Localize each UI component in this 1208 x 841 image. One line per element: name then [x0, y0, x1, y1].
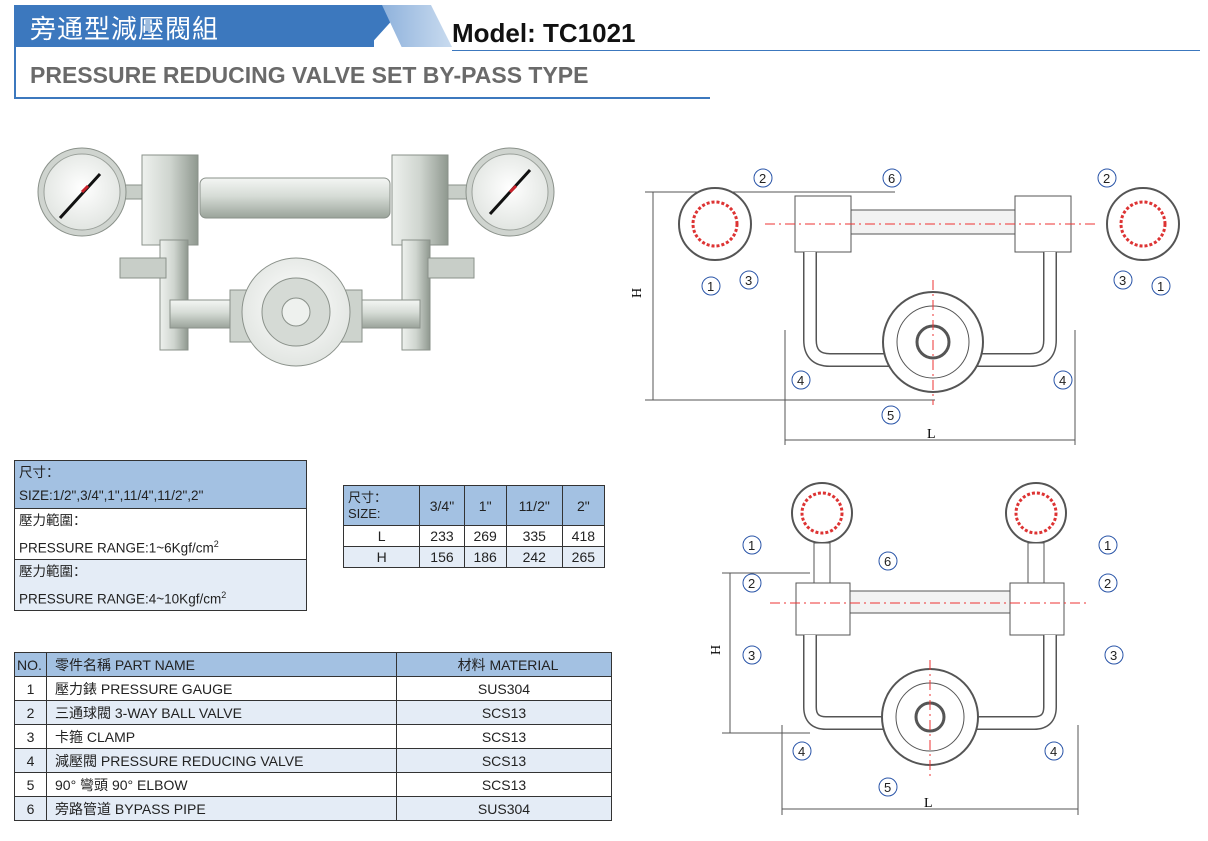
parts-header-material: 材料 MATERIAL — [396, 652, 612, 677]
product-illustration — [37, 147, 555, 367]
spec-table: 尺寸： SIZE:1/2",3/4",1",11/4",11/2",2" 壓力範… — [14, 460, 307, 611]
dims-header-size-1: 1" — [463, 485, 507, 526]
callout-4-left-bottom: 4 — [798, 744, 805, 759]
dims-cell: 156 — [419, 546, 465, 568]
dims-cell: 186 — [463, 546, 507, 568]
callout-3-left-bottom: 3 — [748, 648, 755, 663]
part-name: 旁路管道 BYPASS PIPE — [46, 796, 397, 821]
dims-cell: 335 — [505, 525, 563, 547]
dim-h-top: H — [630, 288, 645, 298]
part-name: 壓力錶 PRESSURE GAUGE — [46, 676, 397, 701]
part-no: 4 — [14, 748, 47, 773]
table-row: 3 卡箍 CLAMP SCS13 — [14, 724, 612, 749]
dims-row-h: H 156 186 242 265 — [342, 546, 606, 568]
dims-header-size-0: 3/4" — [419, 485, 465, 526]
part-material: SCS13 — [396, 724, 612, 749]
callout-4-right-top: 4 — [1059, 373, 1066, 388]
title-rule-bottom — [14, 97, 710, 99]
part-material: SUS304 — [396, 676, 612, 701]
technical-drawing-top: H L 2 6 2 1 3 3 1 4 4 5 — [630, 168, 1180, 445]
part-name: 三通球閥 3-WAY BALL VALVE — [46, 700, 397, 725]
part-name: 90° 彎頭 90° ELBOW — [46, 772, 397, 797]
callout-1-right-bottom: 1 — [1104, 538, 1111, 553]
title-band — [14, 5, 374, 47]
callout-2-right-bottom: 2 — [1104, 576, 1111, 591]
parts-header-name: 零件名稱 PART NAME — [46, 652, 397, 677]
dims-cell: 418 — [561, 525, 606, 547]
callout-5-bottom: 5 — [884, 780, 891, 795]
callout-5-top: 5 — [887, 408, 894, 423]
callout-3-left-top: 3 — [745, 273, 752, 288]
callout-3-right-bottom: 3 — [1110, 648, 1117, 663]
part-no: 3 — [14, 724, 47, 749]
spec-size-zh: 尺寸： — [14, 460, 307, 485]
part-material: SUS304 — [396, 796, 612, 821]
part-no: 5 — [14, 772, 47, 797]
part-no: 1 — [14, 676, 47, 701]
spec-size-en: SIZE:1/2",3/4",1",11/4",11/2",2" — [14, 484, 307, 509]
table-row: 2 三通球閥 3-WAY BALL VALVE SCS13 — [14, 700, 612, 725]
title-rule-left — [14, 47, 16, 99]
dims-cell: 242 — [505, 546, 563, 568]
part-no: 6 — [14, 796, 47, 821]
dims-header-size-2: 11/2" — [505, 485, 563, 526]
dim-l-top: L — [927, 427, 936, 442]
table-row: 1 壓力錶 PRESSURE GAUGE SUS304 — [14, 676, 612, 701]
english-title: PRESSURE REDUCING VALVE SET BY-PASS TYPE — [30, 62, 589, 88]
dims-header-size-3: 2" — [561, 485, 606, 526]
part-material: SCS13 — [396, 772, 612, 797]
technical-drawing-bottom: H L 1 6 1 2 2 3 3 4 4 5 — [709, 482, 1124, 815]
dims-cell: 269 — [463, 525, 507, 547]
table-row: 5 90° 彎頭 90° ELBOW SCS13 — [14, 772, 612, 797]
spec-range2-zh: 壓力範圍： — [14, 559, 307, 584]
dimensions-table: 尺寸：SIZE: 3/4" 1" 11/2" 2" L 233 269 335 … — [342, 485, 606, 568]
callout-2-right-top: 2 — [1103, 171, 1110, 186]
table-row: 6 旁路管道 BYPASS PIPE SUS304 — [14, 796, 612, 821]
spec-range2-en: PRESSURE RANGE:4~10Kgf/cm2 — [14, 583, 307, 611]
callout-4-right-bottom: 4 — [1050, 744, 1057, 759]
part-material: SCS13 — [396, 748, 612, 773]
callout-1-right-top: 1 — [1157, 279, 1164, 294]
part-name: 卡箍 CLAMP — [46, 724, 397, 749]
callout-1-left-top: 1 — [707, 279, 714, 294]
dims-cell: 265 — [561, 546, 606, 568]
model-number: Model: TC1021 — [452, 18, 636, 48]
dim-l-bottom: L — [924, 796, 933, 811]
parts-table: NO. 零件名稱 PART NAME 材料 MATERIAL 1 壓力錶 PRE… — [14, 652, 612, 821]
dims-label: H — [342, 546, 421, 568]
dim-h-bottom: H — [709, 645, 724, 655]
callout-2-left-top: 2 — [759, 171, 766, 186]
spec-range1-en: PRESSURE RANGE:1~6Kgf/cm2 — [14, 532, 307, 560]
table-row: 4 減壓閥 PRESSURE REDUCING VALVE SCS13 — [14, 748, 612, 773]
part-material: SCS13 — [396, 700, 612, 725]
callout-2-left-bottom: 2 — [748, 576, 755, 591]
callout-3-right-top: 3 — [1119, 273, 1126, 288]
part-no: 2 — [14, 700, 47, 725]
dims-row-l: L 233 269 335 418 — [342, 525, 606, 547]
part-name: 減壓閥 PRESSURE REDUCING VALVE — [46, 748, 397, 773]
dims-cell: 233 — [419, 525, 465, 547]
callout-4-left-top: 4 — [797, 373, 804, 388]
dims-label: L — [342, 525, 421, 547]
spec-range1-zh: 壓力範圍： — [14, 508, 307, 533]
header-rule — [452, 50, 1200, 51]
callout-6-top: 6 — [888, 171, 895, 186]
parts-header-no: NO. — [14, 652, 47, 677]
dims-header-size: 尺寸：SIZE: — [342, 485, 421, 526]
callout-6-bottom: 6 — [884, 554, 891, 569]
callout-1-left-bottom: 1 — [748, 538, 755, 553]
chinese-title: 旁通型減壓閥組 — [30, 15, 220, 45]
